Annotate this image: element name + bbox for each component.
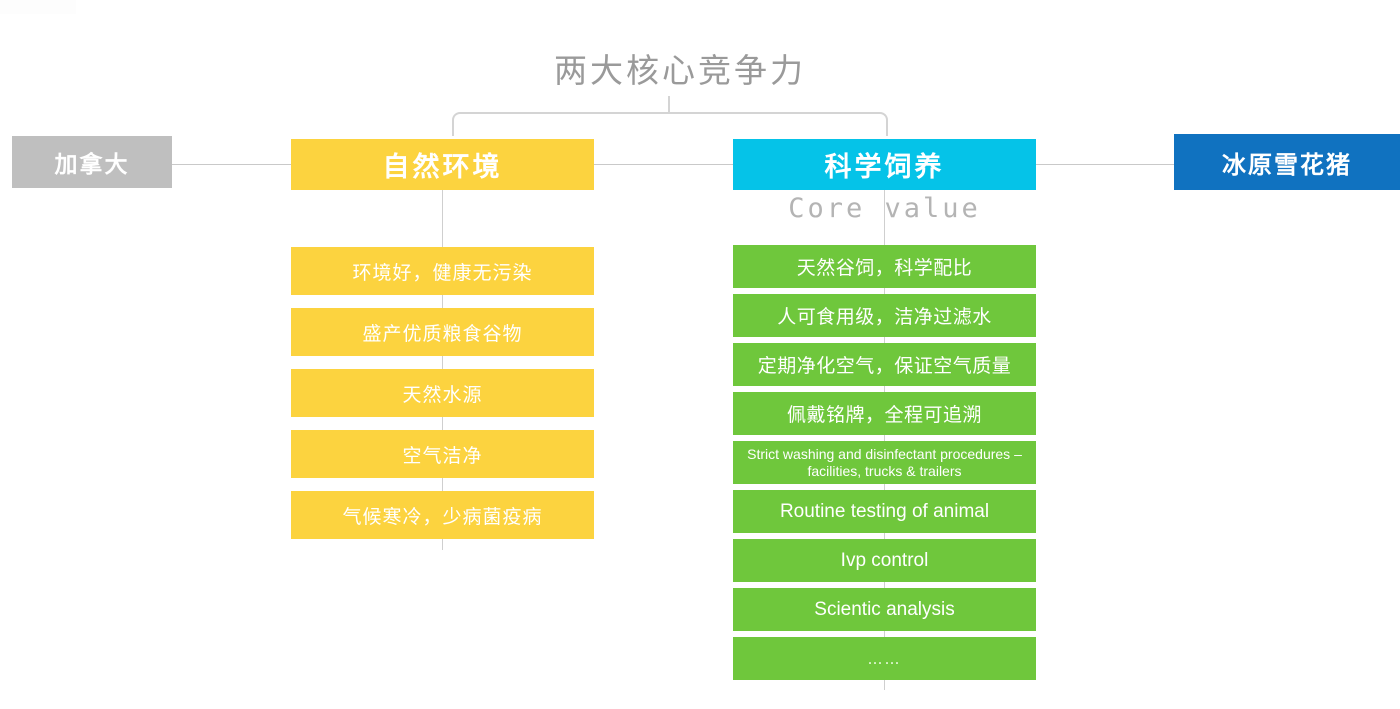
list-item[interactable]: 气候寒冷，少病菌疫病 bbox=[291, 491, 594, 539]
pillar-header-scientific-feeding[interactable]: 科学饲养 bbox=[733, 139, 1036, 190]
core-value-caption: Core value bbox=[788, 193, 981, 224]
page-title: 两大核心竞争力 bbox=[554, 51, 806, 90]
brace-stem bbox=[668, 96, 670, 114]
connector-line-vertical-scientific bbox=[884, 190, 885, 690]
brace-connector bbox=[452, 96, 888, 136]
watermark-sliver bbox=[0, 0, 76, 14]
list-item[interactable]: 环境好，健康无污染 bbox=[291, 247, 594, 295]
list-item[interactable]: Strict washing and disinfectant procedur… bbox=[733, 441, 1036, 484]
pillar-header-natural-environment[interactable]: 自然环境 bbox=[291, 139, 594, 190]
product-chip-brand[interactable]: 冰原雪花猪 bbox=[1174, 134, 1400, 190]
connector-line-middle bbox=[594, 164, 734, 165]
origin-chip-canada[interactable]: 加拿大 bbox=[12, 136, 172, 188]
list-item[interactable]: Ivp control bbox=[733, 539, 1036, 582]
list-item[interactable]: 定期净化空气，保证空气质量 bbox=[733, 343, 1036, 386]
pillar-list-natural-environment: 环境好，健康无污染 盛产优质粮食谷物 天然水源 空气洁净 气候寒冷，少病菌疫病 bbox=[291, 247, 594, 552]
connector-line-left bbox=[172, 164, 292, 165]
connector-line-right bbox=[1036, 164, 1174, 165]
pillar-list-scientific-feeding: 天然谷饲，科学配比 人可食用级，洁净过滤水 定期净化空气，保证空气质量 佩戴铭牌… bbox=[733, 245, 1036, 686]
brace-bar bbox=[452, 112, 888, 136]
list-item[interactable]: 天然水源 bbox=[291, 369, 594, 417]
list-item[interactable]: …… bbox=[733, 637, 1036, 680]
list-item[interactable]: 天然谷饲，科学配比 bbox=[733, 245, 1036, 288]
list-item[interactable]: Scientic analysis bbox=[733, 588, 1036, 631]
list-item[interactable]: 人可食用级，洁净过滤水 bbox=[733, 294, 1036, 337]
list-item[interactable]: 空气洁净 bbox=[291, 430, 594, 478]
list-item[interactable]: 佩戴铭牌，全程可追溯 bbox=[733, 392, 1036, 435]
list-item[interactable]: 盛产优质粮食谷物 bbox=[291, 308, 594, 356]
list-item[interactable]: Routine testing of animal bbox=[733, 490, 1036, 533]
